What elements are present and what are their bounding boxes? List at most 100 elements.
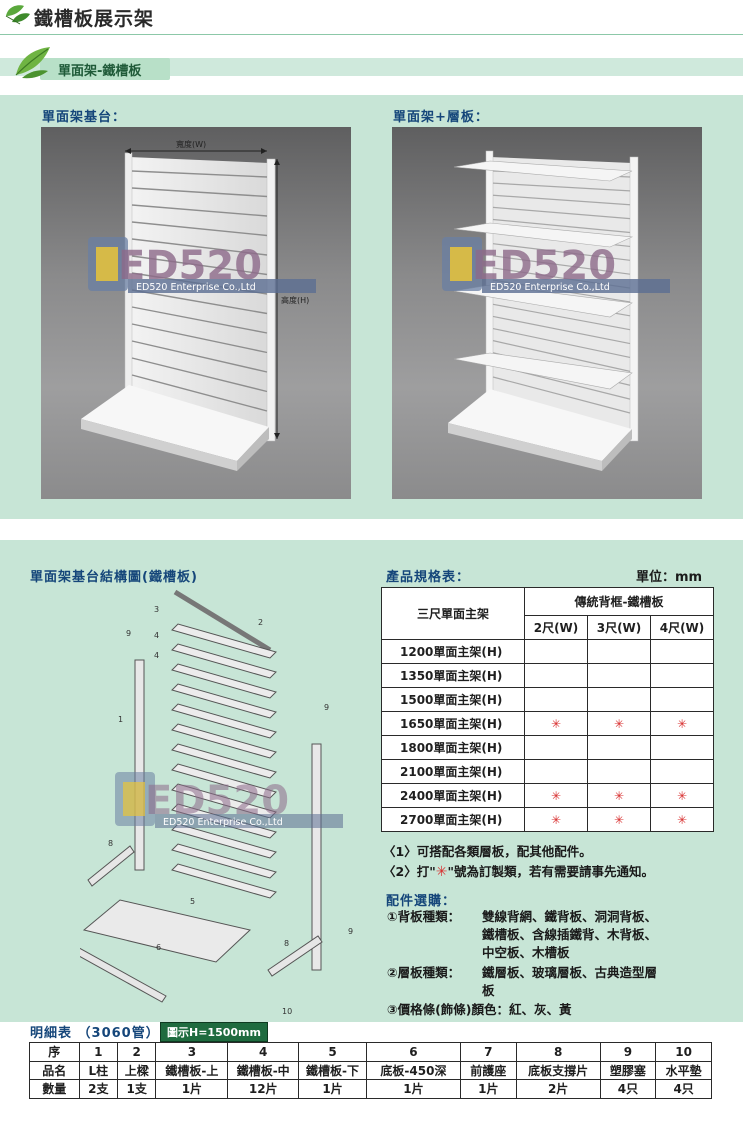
detail-cell: 1片 bbox=[459, 1079, 517, 1099]
watermark-company: ED520 Enterprise Co.,Ltd bbox=[136, 282, 256, 293]
diagram-slat bbox=[171, 783, 277, 819]
spec-mark bbox=[650, 639, 714, 664]
base-rack-illustration: 寬度(W) 高度(H) bbox=[81, 139, 309, 471]
shelf-rack-photo bbox=[392, 127, 702, 499]
leaf-logo-icon bbox=[5, 5, 30, 25]
spec-mark bbox=[587, 639, 651, 664]
spec-mark: ✳ bbox=[524, 783, 588, 808]
spec-row-name: 2100單面主架(H) bbox=[381, 759, 525, 784]
detail-cell: 1片 bbox=[365, 1079, 461, 1099]
detail-cell: L柱 bbox=[78, 1060, 119, 1080]
detail-row-header: 數量 bbox=[29, 1079, 80, 1099]
spec-unit: 單位：mm bbox=[636, 570, 703, 585]
slat-line bbox=[492, 194, 631, 206]
slat-line bbox=[131, 289, 268, 315]
spec-mark bbox=[587, 687, 651, 712]
spec-group-header: 傳統背框-鐵槽板 bbox=[524, 587, 714, 616]
accessories-item1-line: 鐵槽板、含線插鐵背、木背板、 bbox=[482, 927, 658, 942]
diagram-slat bbox=[171, 743, 277, 779]
callout-4b: 4 bbox=[154, 651, 159, 660]
slat-line bbox=[131, 340, 268, 373]
spec-row-name: 2700單面主架(H) bbox=[381, 807, 525, 832]
spec-row-name: 1200單面主架(H) bbox=[381, 639, 525, 664]
detail-cell: 2支 bbox=[78, 1079, 119, 1099]
slat-line bbox=[131, 170, 268, 178]
structure-label: 單面架基台結構圖(鐵槽板) bbox=[30, 570, 198, 585]
detail-cell: 鐵槽板-中 bbox=[227, 1060, 300, 1080]
detail-cell: 2片 bbox=[515, 1079, 601, 1099]
diagram-slat bbox=[171, 763, 277, 799]
detail-cell: 6 bbox=[365, 1042, 461, 1062]
detail-cell: 上樑 bbox=[117, 1060, 157, 1080]
callout-6: 6 bbox=[156, 943, 161, 952]
spec-mark: ✳ bbox=[524, 711, 588, 736]
spec-note-2-prefix: 〈2〉打" bbox=[383, 864, 436, 879]
slat-line bbox=[131, 306, 268, 334]
spec-note-2-suffix: "號為訂製類，若有需要請事先通知。 bbox=[447, 864, 654, 879]
slat-line bbox=[492, 218, 631, 234]
slat-line bbox=[492, 255, 631, 275]
detail-cell: 8 bbox=[515, 1042, 601, 1062]
spec-mark bbox=[524, 735, 588, 760]
accessories-item1-line: 雙線背網、鐵背板、洞洞背板、 bbox=[482, 909, 658, 924]
exploded-structure-diagram: 1 2 3 4 4 5 6 7 8 8 9 9 9 10 10 bbox=[80, 589, 353, 1016]
slat-line bbox=[131, 255, 268, 276]
spec-col-header: 2尺(W) bbox=[524, 615, 588, 640]
spec-mark: ✳ bbox=[587, 711, 651, 736]
detail-cell: 鐵槽板-下 bbox=[298, 1060, 367, 1080]
callout-9c: 9 bbox=[348, 927, 353, 936]
width-dimension-label: 寬度(W) bbox=[176, 139, 206, 149]
callout-10b: 10 bbox=[282, 1007, 292, 1016]
detail-quantity-row: 數量 2支 1支 1片 12片 1片 1片 1片 2片 4只 4只 bbox=[29, 1079, 712, 1099]
spec-mark bbox=[524, 639, 588, 664]
diagram-slat bbox=[171, 683, 277, 719]
detail-name-row: 品名 L柱 上樑 鐵槽板-上 鐵槽板-中 鐵槽板-下 底板-450深 前護座 底… bbox=[29, 1060, 712, 1080]
accessories-label: 配件選購： bbox=[386, 894, 457, 909]
spec-row: 1350單面主架(H) bbox=[381, 663, 714, 688]
detail-cell: 2 bbox=[117, 1042, 157, 1062]
detail-cell: 3 bbox=[155, 1042, 229, 1062]
callout-5: 5 bbox=[190, 897, 195, 906]
slat-line bbox=[131, 357, 268, 393]
callout-8b: 8 bbox=[284, 939, 289, 948]
detail-cell: 塑膠塞 bbox=[599, 1060, 657, 1080]
slat-line bbox=[131, 323, 268, 354]
spec-note-1: 〈1〉可搭配各類層板，配其他配件。 bbox=[383, 844, 592, 859]
slat-line bbox=[131, 204, 268, 217]
detail-cell: 鐵槽板-上 bbox=[155, 1060, 229, 1080]
spec-mark: ✳ bbox=[650, 711, 714, 736]
spec-row: 1650單面主架(H)✳✳✳ bbox=[381, 711, 714, 736]
accessories-item2-line: 板 bbox=[482, 983, 495, 998]
spec-row-name: 1650單面主架(H) bbox=[381, 711, 525, 736]
detail-cell: 4只 bbox=[599, 1079, 657, 1099]
spec-mark: ✳ bbox=[650, 783, 714, 808]
detail-cell: 水平墊 bbox=[655, 1060, 712, 1080]
diagram-slat bbox=[171, 643, 277, 679]
accessories-item1-line: 中空板、木槽板 bbox=[482, 945, 570, 960]
spec-mark bbox=[650, 687, 714, 712]
spec-mark bbox=[650, 663, 714, 688]
spec-mark: ✳ bbox=[587, 783, 651, 808]
detail-row-header: 序 bbox=[29, 1042, 80, 1062]
slat-line bbox=[492, 303, 631, 331]
slat-line bbox=[492, 315, 631, 345]
detail-number-row: 序 1 2 3 4 5 6 7 8 9 10 bbox=[29, 1042, 712, 1062]
slat-line bbox=[492, 206, 631, 220]
watermark-logo-left: ED520 ED520 Enterprise Co.,Ltd bbox=[88, 237, 316, 293]
slat-line bbox=[492, 327, 631, 359]
spec-row-name: 1800單面主架(H) bbox=[381, 735, 525, 760]
callout-2: 2 bbox=[258, 618, 263, 627]
diagram-slat bbox=[171, 863, 277, 899]
callout-1: 1 bbox=[118, 715, 123, 724]
slat-line bbox=[492, 182, 631, 192]
spec-row: 1500單面主架(H) bbox=[381, 687, 714, 712]
detail-cell: 底板支撐片 bbox=[515, 1060, 601, 1080]
spec-mark bbox=[587, 759, 651, 784]
slat-line bbox=[131, 221, 268, 237]
watermark-logo-structure: ED520 ED520 Enterprise Co.,Ltd bbox=[115, 772, 343, 828]
detail-cell: 1 bbox=[78, 1042, 119, 1062]
slat-line bbox=[492, 243, 631, 261]
accessories-item3: ③價格條(飾條)顏色：紅、灰、黃 bbox=[387, 1002, 572, 1017]
spec-mark bbox=[587, 735, 651, 760]
spec-mark bbox=[587, 663, 651, 688]
